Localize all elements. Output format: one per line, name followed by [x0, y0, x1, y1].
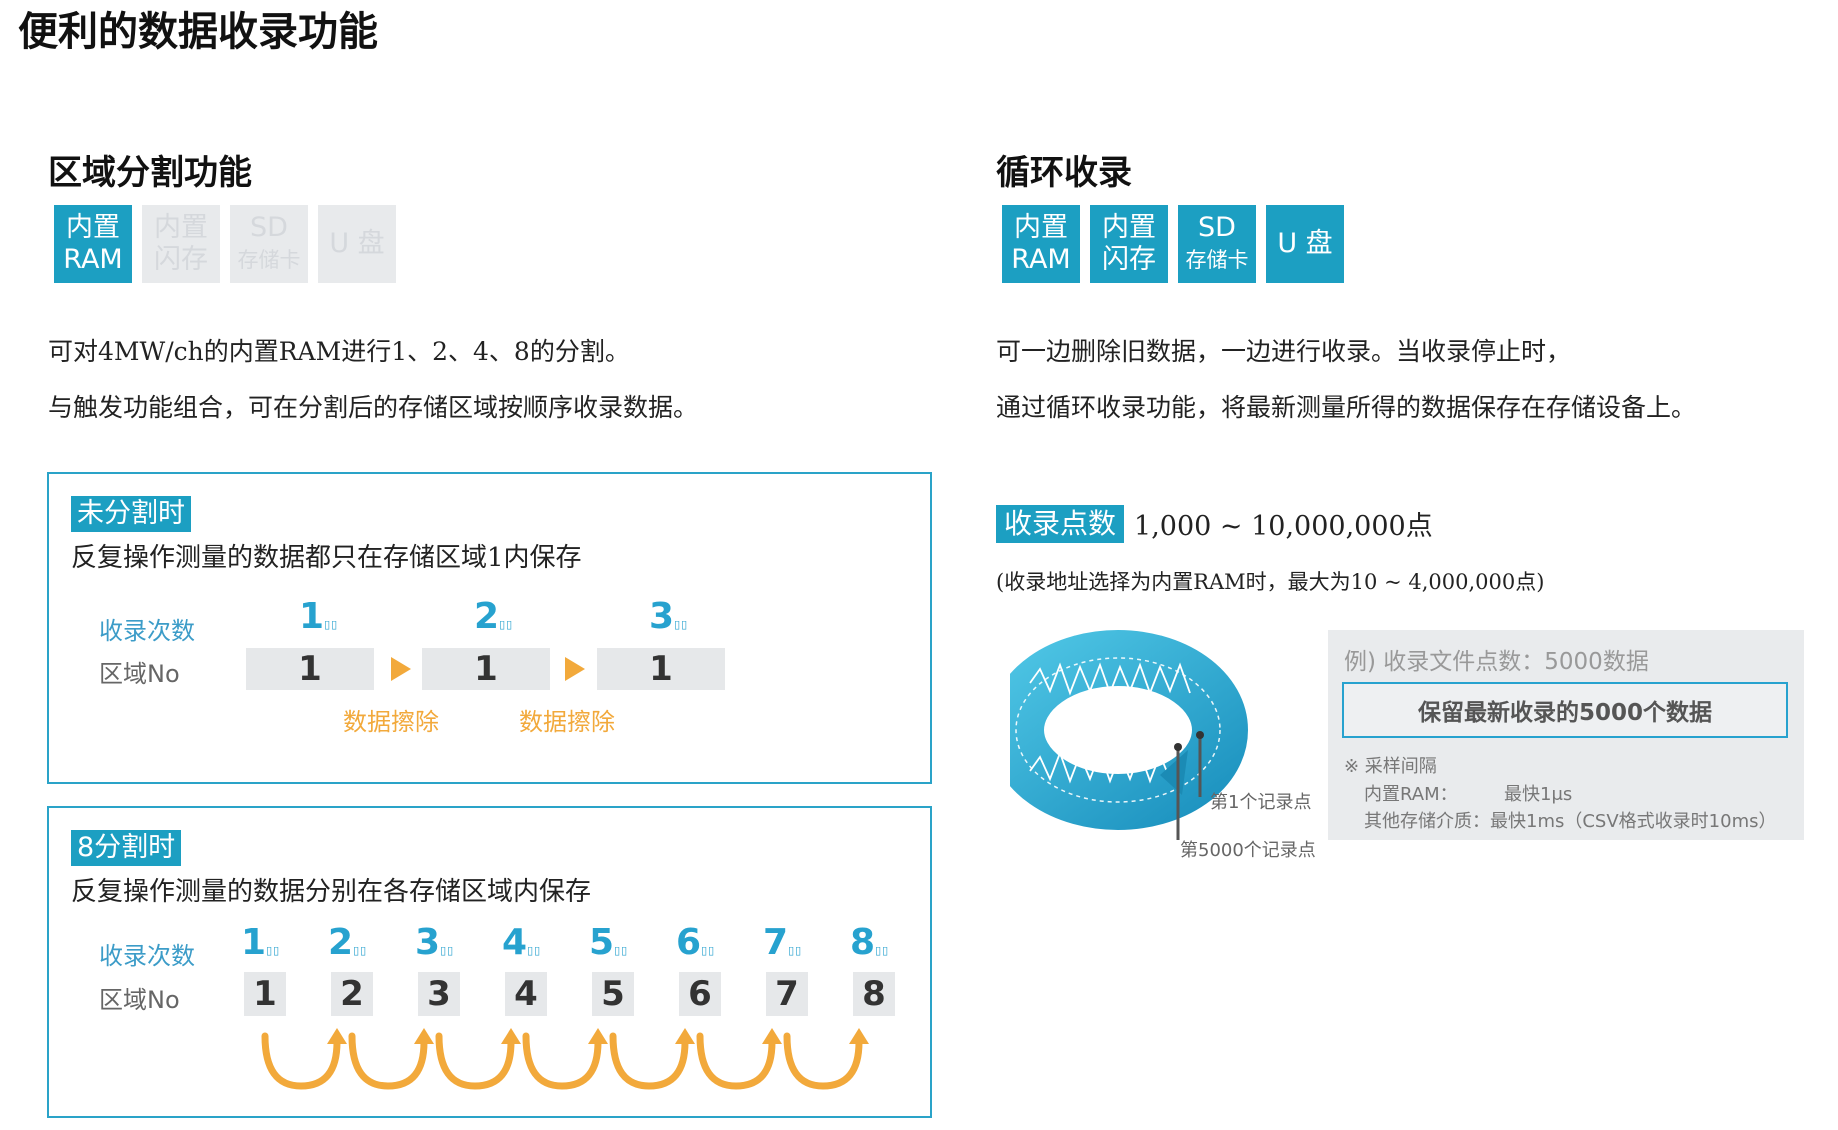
- area-cell: 1: [422, 648, 550, 690]
- count-5: 5▯▯: [589, 922, 629, 963]
- right-para-1: 可一边删除旧数据，一边进行收录。当收录停止时，: [996, 337, 1572, 366]
- count-7: 7▯▯: [763, 922, 803, 963]
- badge-usb: U 盘: [1266, 205, 1344, 283]
- ring-buffer-icon: [1010, 630, 1248, 840]
- area-cell: 4: [505, 972, 547, 1016]
- page-title: 便利的数据收录功能: [18, 8, 378, 55]
- area-cell: 7: [766, 972, 808, 1016]
- record-points-tag: 收录点数: [996, 504, 1125, 543]
- example-panel: 例) 收录文件点数：5000数据 保留最新收录的5000个数据 ※ 采样间隔 内…: [1328, 630, 1804, 840]
- area-cell: 5: [592, 972, 634, 1016]
- count-4: 4▯▯: [502, 922, 542, 963]
- eight-split-desc: 反复操作测量的数据分别在各存储区域内保存: [71, 877, 592, 907]
- eight-split-box: 8分割时 反复操作测量的数据分别在各存储区域内保存 收录次数 区域No 1▯▯ …: [47, 806, 932, 1118]
- area-row-label: 区域No: [99, 986, 180, 1014]
- badge-internal-flash: 内置闪存: [1090, 205, 1168, 283]
- arrow-right-icon: [391, 657, 411, 681]
- record-points-note: (收录地址选择为内置RAM时，最大为10 ~ 4,000,000点): [996, 570, 1545, 594]
- badge-usb: U 盘: [318, 205, 396, 283]
- no-split-tag: 未分割时: [71, 496, 191, 532]
- count-2: 2▯▯: [328, 922, 368, 963]
- count-3: 3▯▯: [649, 596, 689, 637]
- area-row-label: 区域No: [99, 660, 180, 688]
- eight-split-tag: 8分割时: [71, 830, 182, 866]
- badge-internal-flash: 内置闪存: [142, 205, 220, 283]
- sampling-note-head: ※ 采样间隔: [1344, 756, 1437, 777]
- left-para-1: 可对4MW/ch的内置RAM进行1、2、4、8的分割。: [48, 337, 630, 366]
- area-cell: 2: [331, 972, 373, 1016]
- right-para-2: 通过循环收录功能，将最新测量所得的数据保存在存储设备上。: [996, 393, 1697, 422]
- section-title-ring-record: 循环收录: [996, 153, 1132, 193]
- area-cell: 1: [244, 972, 286, 1016]
- no-split-desc: 反复操作测量的数据都只在存储区域1内保存: [71, 543, 582, 573]
- record-points-row: 收录点数 1,000 ~ 10,000,000点: [996, 504, 1433, 543]
- count-row-label: 收录次数: [99, 617, 195, 645]
- erase-label-2: 数据擦除: [519, 708, 615, 736]
- area-cell: 1: [246, 648, 374, 690]
- sampling-other-note: 其他存储介质：最快1ms（CSV格式收录时10ms）: [1364, 811, 1777, 832]
- area-cell: 8: [853, 972, 895, 1016]
- area-cell: 6: [679, 972, 721, 1016]
- count-2: 2▯▯: [474, 596, 514, 637]
- no-split-box: 未分割时 反复操作测量的数据都只在存储区域1内保存 收录次数 区域No 1▯▯ …: [47, 472, 932, 784]
- record-points-value: 1,000 ~ 10,000,000点: [1134, 511, 1433, 542]
- count-3: 3▯▯: [415, 922, 455, 963]
- ring-label-last: 第5000个记录点: [1180, 840, 1316, 861]
- section-title-area-split: 区域分割功能: [48, 153, 252, 193]
- count-row-label: 收录次数: [99, 942, 195, 970]
- erase-label-1: 数据擦除: [343, 708, 439, 736]
- ring-label-first: 第1个记录点: [1210, 792, 1312, 813]
- sampling-ram-value: 最快1μs: [1504, 784, 1573, 805]
- count-6: 6▯▯: [676, 922, 716, 963]
- count-1: 1▯▯: [299, 596, 339, 637]
- count-1: 1▯▯: [241, 922, 281, 963]
- left-para-2: 与触发功能组合，可在分割后的存储区域按顺序收录数据。: [48, 393, 699, 422]
- sampling-ram-label: 内置RAM：: [1364, 784, 1458, 805]
- area-cell: 1: [597, 648, 725, 690]
- count-8: 8▯▯: [850, 922, 890, 963]
- area-cell: 3: [418, 972, 460, 1016]
- example-highlight: 保留最新收录的5000个数据: [1417, 700, 1712, 726]
- example-highlight-box: 保留最新收录的5000个数据: [1342, 682, 1788, 738]
- loop-arrows-icon: [261, 1028, 869, 1090]
- example-title: 例) 收录文件点数：5000数据: [1344, 649, 1649, 675]
- arrow-right-icon: [565, 657, 585, 681]
